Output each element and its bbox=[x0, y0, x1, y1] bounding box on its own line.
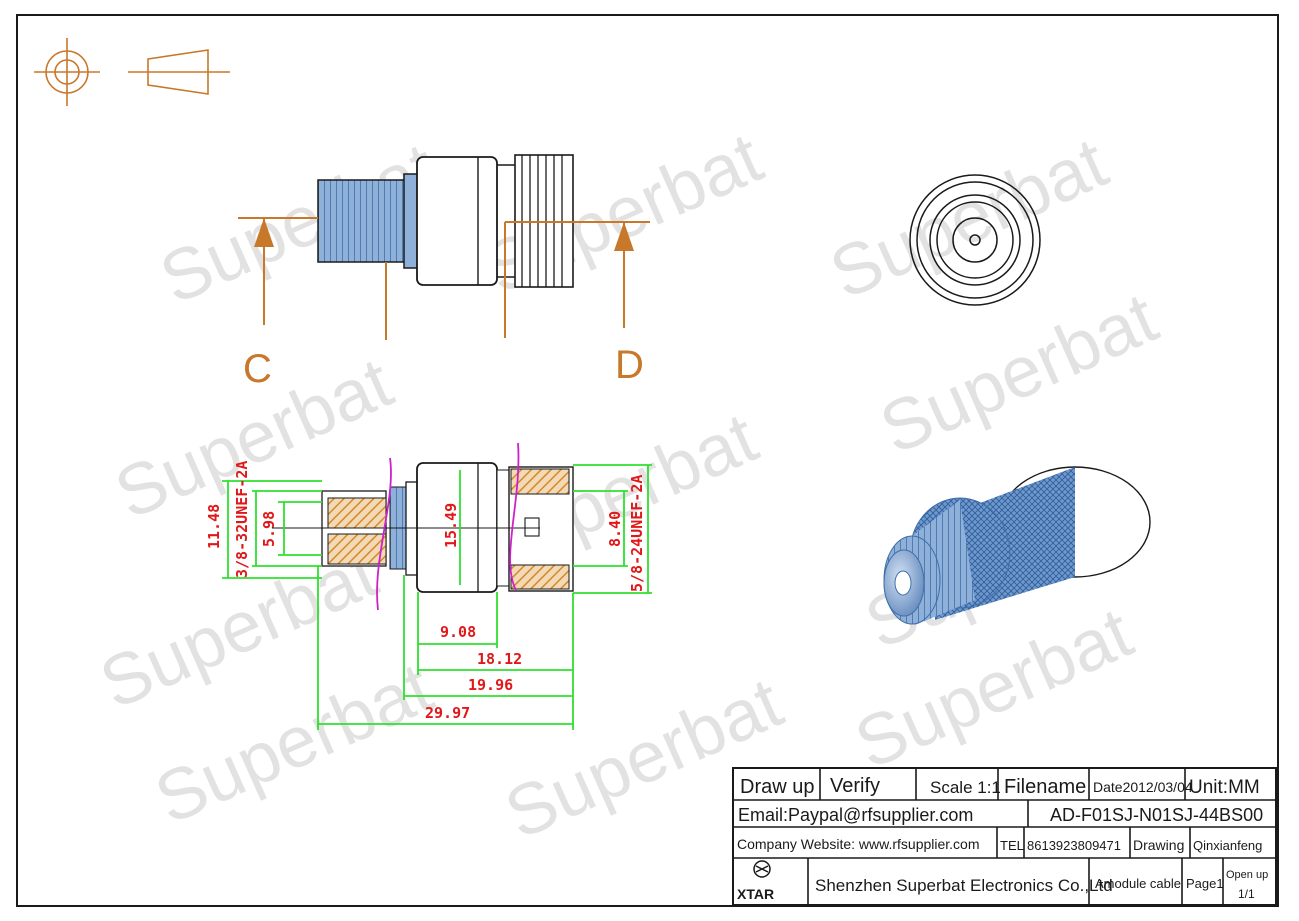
tb-email: Email:Paypal@rfsupplier.com bbox=[738, 805, 973, 825]
tb-filename: Filename bbox=[1004, 776, 1086, 798]
dim-thread-left: 3/8-32UNEF-2A bbox=[233, 461, 251, 578]
dim-thread-right: 5/8-24UNEF-2A bbox=[628, 475, 646, 592]
watermark-text: Superbat bbox=[869, 278, 1168, 470]
tb-tel: 8613923809471 bbox=[1027, 838, 1121, 853]
section-view bbox=[272, 442, 574, 611]
drawing-frame bbox=[16, 14, 1279, 907]
tb-website: Company Website: www.rfsupplier.com bbox=[737, 836, 980, 852]
tb-verify: Verify bbox=[830, 775, 880, 797]
tb-product: Amodule cable bbox=[1095, 876, 1181, 891]
hatch-right-bottom bbox=[510, 564, 570, 590]
tb-drawer: Qinxianfeng bbox=[1193, 838, 1262, 853]
tb-open-up: Open up bbox=[1226, 869, 1268, 881]
dim-11-48: 11.48 bbox=[205, 504, 223, 549]
section-label-d: D bbox=[615, 343, 644, 387]
tb-company: Shenzhen Superbat Electronics Co.,Ltd bbox=[815, 876, 1113, 895]
xtar-logo-icon bbox=[753, 860, 771, 878]
tb-drawing-label: Drawing bbox=[1133, 837, 1184, 853]
side-view: C D bbox=[238, 154, 650, 391]
hex-body bbox=[416, 156, 498, 286]
tb-unit: Unit:MM bbox=[1189, 777, 1260, 798]
tb-page: Page1 bbox=[1186, 876, 1224, 891]
dimension-lines bbox=[222, 464, 652, 730]
dim-8-40: 8.40 bbox=[606, 511, 624, 547]
section-label-c: C bbox=[243, 347, 272, 391]
connector-3d-render bbox=[883, 466, 1151, 625]
dim-15-49: 15.49 bbox=[442, 503, 460, 548]
hatch-right-top bbox=[510, 468, 570, 495]
dim-9-08: 9.08 bbox=[440, 623, 476, 641]
dim-19-96: 19.96 bbox=[468, 676, 513, 694]
tb-open-up-value: 1/1 bbox=[1238, 887, 1255, 901]
tb-date: Date2012/03/04 bbox=[1093, 779, 1193, 795]
hatch-left-bottom bbox=[327, 533, 387, 565]
shoulder bbox=[403, 173, 419, 269]
hatch-left-top bbox=[327, 497, 387, 529]
dim-18-12: 18.12 bbox=[477, 650, 522, 668]
end-view bbox=[909, 174, 1041, 306]
tb-scale: Scale 1:1 bbox=[930, 778, 1001, 797]
dim-5-98: 5.98 bbox=[260, 511, 278, 547]
tb-part-number: AD-F01SJ-N01SJ-44BS00 bbox=[1050, 805, 1263, 825]
projection-symbol bbox=[34, 38, 230, 106]
tb-logo: XTAR bbox=[737, 886, 774, 902]
thread-left-body bbox=[317, 179, 407, 263]
dim-29-97: 29.97 bbox=[425, 704, 470, 722]
tb-draw-up: Draw up bbox=[740, 776, 814, 798]
dimension-text: 11.48 5.98 3/8-32UNEF-2A 15.49 8.40 5/8-… bbox=[205, 461, 646, 722]
tb-tel-label: TEL bbox=[1000, 838, 1024, 853]
title-block: Draw up Verify Scale 1:1 Filename Date20… bbox=[732, 767, 1277, 906]
